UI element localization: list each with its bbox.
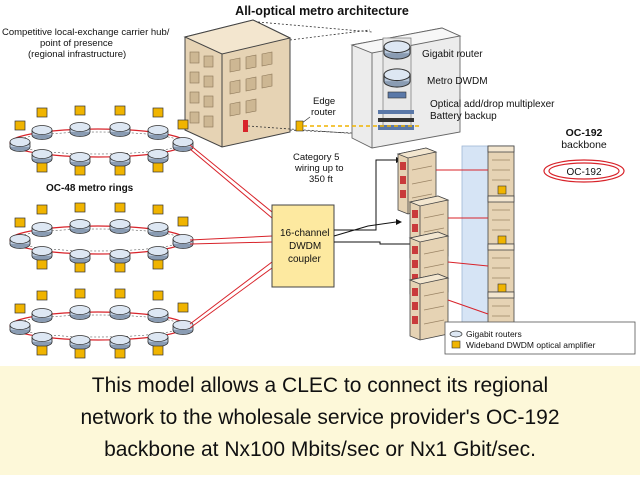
dwdm-coupler: 16-channel DWDM coupler — [271, 204, 335, 288]
svg-text:Battery backup: Battery backup — [430, 111, 497, 122]
metro-ring-top — [9, 105, 194, 176]
svg-text:Metro DWDM: Metro DWDM — [427, 76, 488, 87]
metro-rings-label: OC-48 metro rings — [46, 183, 134, 194]
svg-text:Optical add/drop multiplexer: Optical add/drop multiplexer — [430, 99, 555, 110]
carrier-building — [183, 19, 292, 148]
svg-text:OC-192: OC-192 — [566, 127, 603, 139]
legend: Gigabit routers Wideband DWDM optical am… — [444, 321, 636, 355]
backbone-label: OC-192 backbone — [561, 127, 607, 151]
backbone-racks-right — [487, 145, 515, 345]
svg-text:Competitive local-exchange car: Competitive local-exchange carrier hub/ — [2, 27, 170, 38]
ring-uplinks — [189, 144, 273, 329]
svg-text:Edge: Edge — [313, 96, 335, 107]
caption-line-2: network to the wholesale service provide… — [80, 406, 560, 429]
svg-text:backbone: backbone — [561, 139, 607, 151]
svg-text:Category 5: Category 5 — [293, 152, 339, 163]
legend-gigabit-routers: Gigabit routers — [466, 329, 522, 339]
svg-text:OC-192: OC-192 — [566, 167, 601, 178]
edge-router-label: Edge router — [311, 96, 336, 118]
legend-dwdm-amplifier: Wideband DWDM optical amplifier — [466, 340, 596, 350]
svg-text:16-channel: 16-channel — [280, 228, 329, 239]
svg-text:coupler: coupler — [288, 254, 321, 265]
coupler-links — [333, 159, 410, 245]
edge-router-icon — [295, 120, 304, 132]
svg-text:350 ft: 350 ft — [309, 174, 333, 185]
svg-text:(regional infrastructure): (regional infrastructure) — [28, 49, 126, 60]
svg-text:router: router — [311, 107, 336, 118]
backbone-ring: OC-192 — [543, 159, 625, 183]
caption-line-1: This model allows a CLEC to connect its … — [91, 374, 549, 397]
svg-text:DWDM: DWDM — [289, 241, 321, 252]
backbone-links — [436, 169, 489, 315]
metro-ring-bottom — [9, 288, 194, 359]
caption-box: This model allows a CLEC to connect its … — [0, 366, 640, 475]
backbone-band — [461, 145, 493, 337]
metro-ring-middle — [9, 202, 194, 273]
caption-line-3: backbone at Nx100 Mbits/sec or Nx1 Gbit/… — [104, 438, 536, 461]
rack-items-list: Gigabit router Metro DWDM Optical add/dr… — [422, 49, 555, 122]
pop-label: Competitive local-exchange carrier hub/ … — [2, 27, 170, 60]
diagram-title: All-optical metro architecture — [235, 4, 409, 18]
wiring-label: Category 5 wiring up to 350 ft — [293, 152, 344, 185]
svg-text:point of presence: point of presence — [40, 38, 113, 49]
svg-text:Gigabit router: Gigabit router — [422, 49, 483, 60]
svg-text:wiring up to: wiring up to — [294, 163, 344, 174]
